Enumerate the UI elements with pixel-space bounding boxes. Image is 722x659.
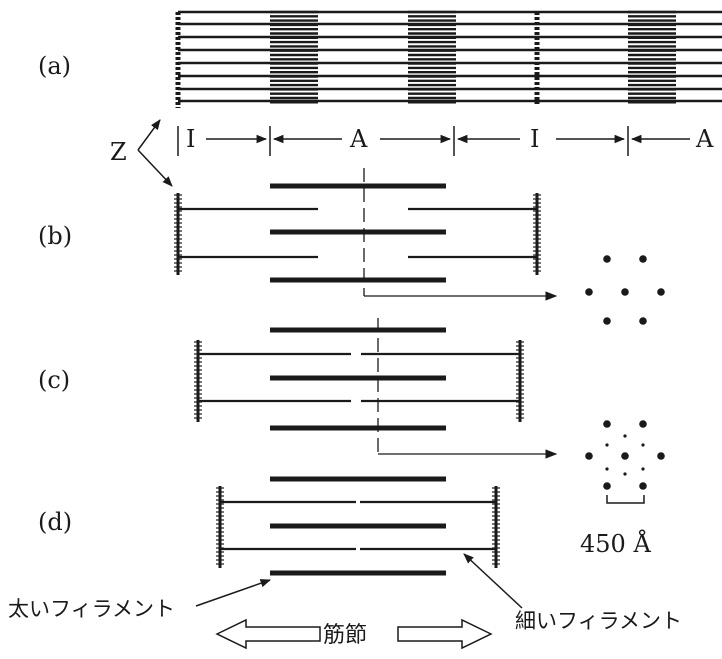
cross-section-projections [363,168,558,459]
filament-callouts: 太いフィラメント 細いフィラメント [8,553,682,633]
thick-filament-section [639,482,647,490]
panel-label-b: (b) [38,222,72,250]
sarcomere-filament-states [174,183,541,576]
sarcomere-double-arrow [215,618,321,650]
scale-bar: 450 Å [580,495,651,558]
z-disc [194,340,202,422]
thick-filament-section [657,288,665,296]
z-disc [492,486,500,568]
z-disc [533,193,541,275]
z-line-pointer-arrow [137,149,173,187]
thick-filament-section [621,452,629,460]
scale-bracket [606,495,645,504]
thick-filament-label: 太いフィラメント [8,597,175,621]
a-band-label: A [349,125,368,153]
cross-section-patterns [585,255,665,490]
panel-label-d: (d) [38,508,72,536]
thick-filament-section [603,255,611,263]
z-disc [216,486,224,568]
panel-label-a: (a) [38,52,71,80]
thin-filament-section [641,443,645,447]
a-band-label: A [695,125,714,153]
thick-filament-section [639,420,647,428]
thick-filament-section [621,288,629,296]
thin-filament-section [605,443,609,447]
thin-filament-section [605,467,609,471]
z-disc [516,340,524,422]
thick-filament-section [639,317,647,325]
thin-filament-pointer [463,553,523,609]
thick-filament-section [585,452,593,460]
z-line-label: Z [110,138,127,166]
i-band-label: I [186,125,195,153]
thin-filament-label: 細いフィラメント [515,609,682,633]
thin-filament-section [623,434,627,438]
thick-filament-section [639,255,647,263]
band-labels: Z I A I A [110,119,714,187]
thick-filament-pointer [195,579,271,607]
thick-filament-section [603,317,611,325]
i-band-label: I [530,125,539,153]
z-disc [174,193,182,275]
sarcomere-span: 筋節 [215,618,493,650]
thick-filament-section [585,288,593,296]
thick-filament-section [603,482,611,490]
myofibril-band-pattern [175,10,722,108]
thin-filament-section [623,472,627,476]
scale-label: 450 Å [580,529,651,558]
sarcomere-double-arrow [397,618,493,650]
z-line-pointer-arrow [137,119,161,151]
panel-label-c: (c) [38,366,70,394]
sarcomere-label: 筋節 [323,623,367,648]
thick-filament-section [603,420,611,428]
thin-filament-section [641,467,645,471]
thick-filament-section [657,452,665,460]
